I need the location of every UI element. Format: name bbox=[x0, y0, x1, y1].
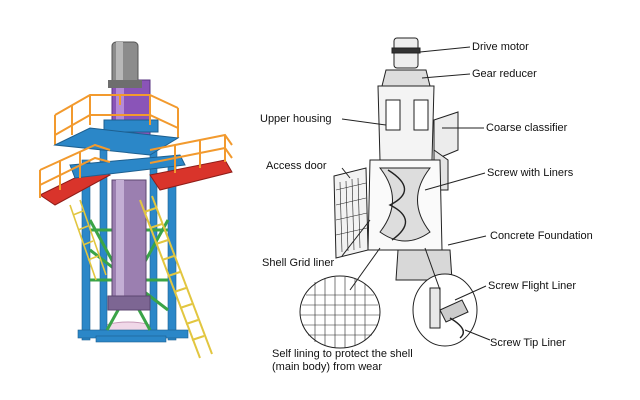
label-shell-grid-liner: Shell Grid liner bbox=[262, 257, 335, 269]
mill-shell bbox=[107, 179, 151, 311]
label-screw-with-liners: Screw with Liners bbox=[487, 167, 574, 179]
ladder bbox=[139, 195, 213, 359]
upper-railing bbox=[54, 94, 179, 145]
motor-gray bbox=[108, 41, 142, 88]
self-lining-line2: (main body) from wear bbox=[272, 361, 383, 373]
label-screw-tip-liner: Screw Tip Liner bbox=[490, 337, 566, 349]
upper-deck bbox=[53, 127, 180, 156]
label-self-lining: Self lining to protect the shell (main b… bbox=[272, 348, 413, 374]
stair bbox=[69, 199, 107, 281]
label-access-door: Access door bbox=[266, 160, 327, 172]
label-screw-flight-liner: Screw Flight Liner bbox=[488, 280, 577, 292]
label-gear-reducer: Gear reducer bbox=[472, 68, 537, 80]
label-drive-motor: Drive motor bbox=[472, 41, 529, 53]
self-lining-line1: Self lining to protect the shell bbox=[272, 348, 413, 360]
line-drawing-mill bbox=[299, 37, 491, 349]
middle-railing bbox=[39, 133, 233, 198]
label-concrete-foundation: Concrete Foundation bbox=[490, 230, 593, 242]
label-coarse-classifier: Coarse classifier bbox=[486, 122, 568, 134]
label-upper-housing: Upper housing bbox=[260, 113, 332, 125]
